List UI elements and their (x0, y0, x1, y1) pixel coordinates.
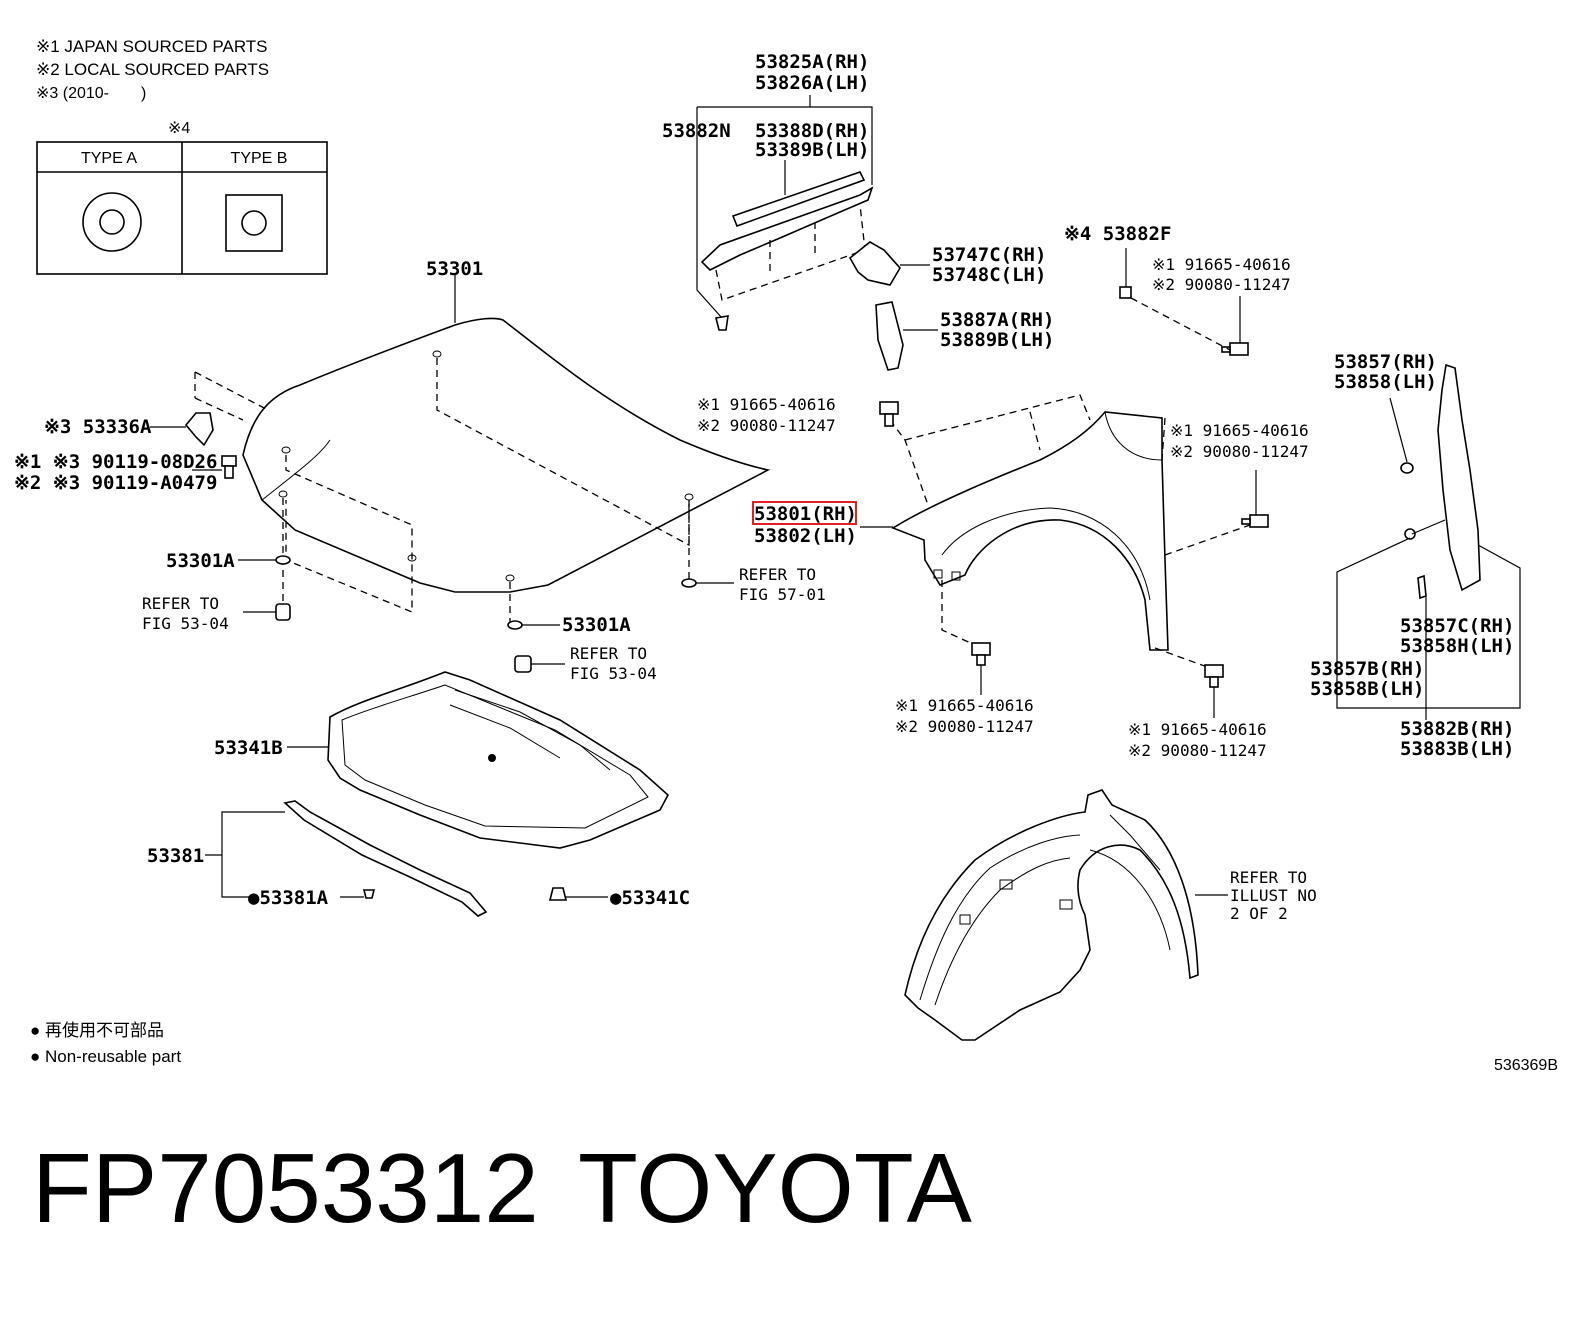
label-53858h: 53858H(LH) (1400, 635, 1514, 657)
type-b-square-clip-icon (225, 194, 283, 252)
fender-bolt-upper (879, 401, 899, 427)
label-bolt2-b: ※2 90080-11247 (697, 416, 836, 435)
note-local-sourced: ※2 LOCAL SOURCED PARTS (36, 60, 269, 79)
refer-illust-line2: ILLUST NO (1230, 886, 1317, 905)
fender-liner (904, 789, 1228, 1041)
illustration-id: 536369B (1494, 1057, 1558, 1074)
label-53882f: ※4 53882F (1064, 223, 1171, 245)
label-53341b: 53341B (214, 737, 283, 759)
label-53389b: 53389B(LH) (755, 139, 869, 161)
label-53748c: 53748C(LH) (932, 264, 1046, 286)
cowl-bracket (700, 186, 874, 301)
label-53336a: ※3 53336A (44, 416, 152, 438)
label-bolt3-b: ※2 90080-11247 (1170, 442, 1309, 461)
fender-seal-upper (848, 241, 930, 286)
label-53882n: 53882N (662, 120, 731, 142)
label-53341c: ●53341C (610, 887, 690, 909)
highlight-53801 (752, 501, 857, 525)
note-japan-sourced: ※1 JAPAN SOURCED PARTS (36, 37, 268, 56)
type-b-header: TYPE B (231, 150, 288, 167)
label-bolt2-a: ※1 91665-40616 (697, 395, 836, 414)
label-bolt5-a: ※1 91665-40616 (1128, 720, 1267, 739)
refer-57-01-line1: REFER TO (739, 565, 816, 584)
label-53858: 53858(LH) (1334, 371, 1437, 393)
fender-bolt-lower-left (971, 642, 991, 695)
type-table-ref: ※4 (168, 120, 190, 137)
refer-57-01-line2: FIG 57-01 (739, 585, 826, 604)
front-fender (860, 394, 1251, 669)
type-a-round-clip-icon (82, 192, 142, 252)
label-53381: 53381 (147, 845, 204, 867)
label-53747c: 53747C(RH) (932, 244, 1046, 266)
label-bolt4-a: ※1 91665-40616 (895, 696, 1034, 715)
type-a-header: TYPE A (81, 150, 137, 167)
label-bolt1-b: ※2 90080-11247 (1152, 275, 1291, 294)
fender-bolt-side (1241, 514, 1269, 528)
type-table: ※4 TYPE A TYPE B (36, 120, 328, 275)
hood-seal-strip (731, 171, 866, 228)
label-90119-08d26: ※1 ※3 90119-08D26 (14, 451, 217, 473)
label-53388d: 53388D(RH) (755, 120, 869, 142)
square-clip-53882f (1119, 248, 1132, 299)
hood-insulator (287, 671, 670, 849)
label-53826a: 53826A(LH) (755, 72, 869, 94)
label-53882b: 53882B(RH) (1400, 718, 1514, 740)
label-90119-a0479: ※2 ※3 90119-A0479 (14, 472, 217, 494)
label-bolt4-b: ※2 90080-11247 (895, 717, 1034, 736)
label-bolt5-b: ※2 90080-11247 (1128, 741, 1267, 760)
hood-lock-hole (681, 578, 734, 588)
label-53857: 53857(RH) (1334, 351, 1437, 373)
label-53381a: ●53381A (248, 887, 329, 909)
label-53857b: 53857B(RH) (1310, 658, 1424, 680)
refer-53-04-center-line2: FIG 53-04 (570, 664, 657, 683)
hood-rear-seal (205, 800, 488, 917)
fender-side-seal (1389, 363, 1481, 600)
label-53858b: 53858B(LH) (1310, 678, 1424, 700)
hinge-bolt (192, 455, 237, 479)
label-53857c: 53857C(RH) (1400, 615, 1514, 637)
label-bolt1-a: ※1 91665-40616 (1152, 255, 1291, 274)
label-53801: 53801(RH) (754, 503, 857, 525)
refer-illust-line1: REFER TO (1230, 868, 1307, 887)
label-53883b: 53883B(LH) (1400, 738, 1514, 760)
fender-bolt-top (1221, 342, 1249, 356)
hood-cushion-left (238, 555, 291, 621)
footer-part-number: FP7053312 (32, 1133, 539, 1243)
label-53802: 53802(LH) (754, 525, 857, 547)
label-53825a: 53825A(RH) (755, 51, 869, 73)
label-53887a: 53887A(RH) (940, 309, 1054, 331)
legend-non-reusable-en: ● Non-reusable part (30, 1047, 181, 1066)
hood-hinge-bracket (150, 412, 214, 447)
fender-bolt-lower-right (1204, 664, 1224, 718)
label-bolt3-a: ※1 91665-40616 (1170, 421, 1309, 440)
refer-illust-line3: 2 OF 2 (1230, 904, 1288, 923)
label-53301a-center: 53301A (562, 614, 631, 636)
label-53889b: 53889B(LH) (940, 329, 1054, 351)
note-year-range: ※3 (2010- ) (36, 85, 146, 102)
refer-53-04-left-line1: REFER TO (142, 594, 219, 613)
legend-non-reusable-jp: ● 再使用不可部品 (30, 1020, 164, 1040)
label-53301a-left: 53301A (166, 550, 235, 572)
refer-53-04-left-line2: FIG 53-04 (142, 614, 229, 633)
refer-53-04-center-line1: REFER TO (570, 644, 647, 663)
footer-brand: TOYOTA (578, 1133, 973, 1243)
fender-seal-side (875, 301, 938, 371)
label-53301: 53301 (426, 258, 483, 280)
cowl-clip (715, 315, 729, 331)
insulator-clip (548, 887, 608, 901)
hood-panel (194, 275, 771, 625)
hood-cushion-center (507, 620, 565, 673)
